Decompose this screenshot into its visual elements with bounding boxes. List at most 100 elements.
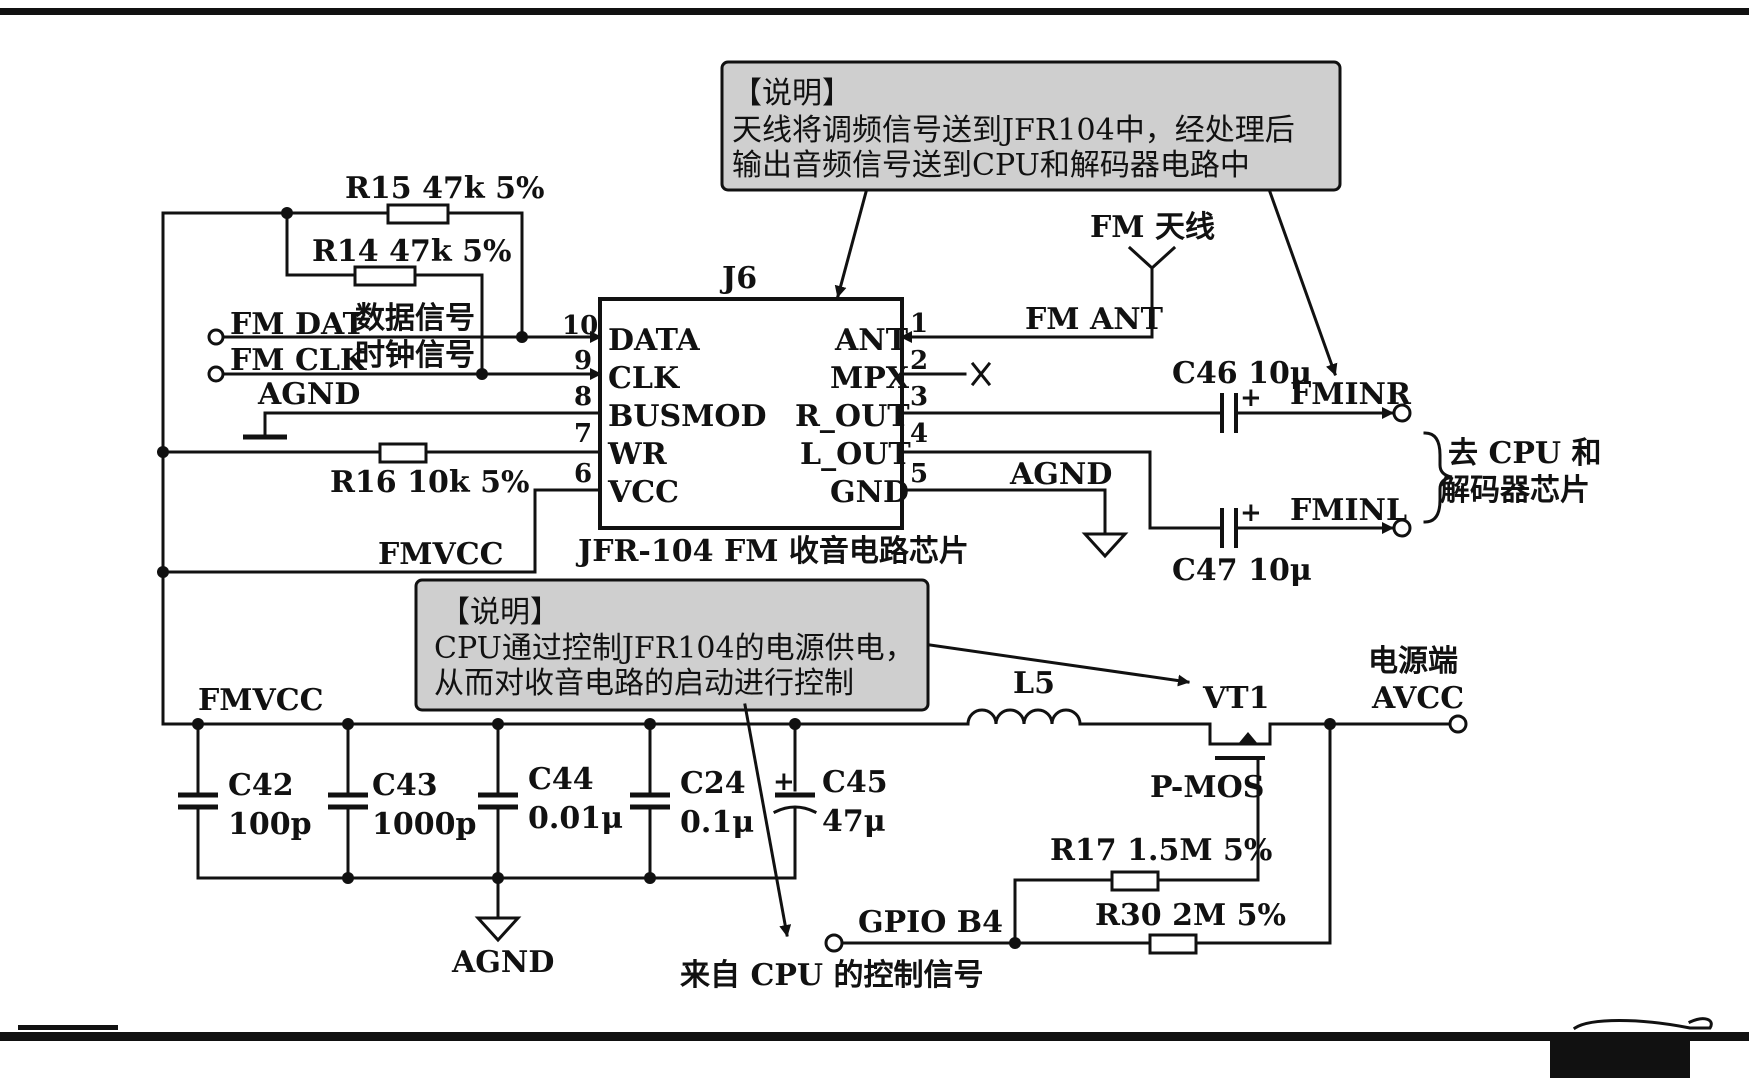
power-label-2: AVCC (1371, 681, 1464, 716)
pin-2-number: 2 (910, 346, 928, 376)
bottom-right-mark (1550, 1041, 1690, 1078)
pin-3-name: R_OUT (795, 399, 910, 434)
fmvcc-lower-label: FMVCC (198, 683, 324, 718)
left-wiring: R15 47k 5% R14 47k 5% FM DAT 数据信号 FM CLK… (157, 171, 602, 726)
fmvcc-upper-label: FMVCC (378, 537, 504, 572)
pin-1-number: 1 (910, 309, 928, 339)
agnd-left-label: AGND (257, 377, 360, 412)
pin-6-number: 6 (574, 459, 592, 489)
fm-clk-label: FM CLK (230, 343, 367, 378)
c45-name: C45 (822, 765, 888, 800)
note-top-line1: 天线将调频信号送到JFR104中，经处理后 (732, 113, 1295, 148)
junction-gnd-c24 (644, 872, 656, 884)
wire-gnd (900, 488, 1107, 534)
pin-8-number: 8 (574, 382, 592, 412)
c44-value: 0.01μ (528, 801, 623, 836)
c43-value: 1000p (372, 807, 476, 842)
chip-body (598, 297, 904, 530)
c43-name: C43 (372, 768, 438, 803)
bottom-border (0, 1032, 1749, 1041)
pin-1-name: ANT (834, 323, 909, 358)
junction-gpio (1009, 937, 1021, 949)
fm-ant-label: FM ANT (1025, 302, 1164, 337)
pmos-label: P-MOS (1150, 770, 1264, 805)
c47-plus: + (1240, 498, 1262, 528)
note-bottom-box (414, 578, 930, 712)
note-bottom: 【说明】 CPU通过控制JFR104的电源供电， 从而对收音电路的启动进行控制 (414, 578, 930, 712)
pin-10-name: DATA (608, 323, 700, 358)
r14-label: R14 47k 5% (312, 234, 511, 269)
fm-clk-terminal (207, 365, 225, 383)
c45-value: 47μ (822, 804, 886, 839)
junction-c24 (644, 718, 656, 730)
note-bottom-line1: CPU通过控制JFR104的电源供电， (434, 631, 915, 666)
r30-label: R30 2M 5% (1095, 898, 1286, 933)
chip-caption: JFR-104 FM 收音电路芯片 (575, 534, 969, 569)
wire-fmvcc-rail (161, 211, 289, 726)
power-label-1: 电源端 (1368, 644, 1458, 679)
r15-label: R15 47k 5% (345, 171, 544, 206)
chip-ref: J6 (719, 261, 757, 296)
resistor-r30 (1148, 933, 1198, 955)
pin-5-number: 5 (910, 459, 928, 489)
pin-9-name: CLK (608, 361, 680, 396)
pin-6-name: VCC (607, 475, 679, 510)
note-top-arrow-to-ant (834, 190, 868, 298)
junction-gnd-c44 (492, 872, 504, 884)
resistor-r17 (1110, 870, 1160, 892)
power-filter: FMVCC L5 C42 100p C43 1000p C44 0.01μ C2… (161, 570, 1202, 980)
pin-4-name: L_OUT (800, 437, 911, 472)
wire-antenna (900, 266, 1154, 343)
pin-8-name: BUSMOD (608, 399, 767, 434)
mpx-nc-mark-b (970, 361, 992, 387)
agnd-bottom-label: AGND (451, 945, 554, 980)
c42-name: C42 (228, 768, 294, 803)
agnd-bottom-ground (474, 916, 522, 943)
c45-plus: + (773, 767, 795, 797)
note-top-box (720, 60, 1342, 192)
junction-c43 (342, 718, 354, 730)
junction-c44 (492, 718, 504, 730)
agnd-right-ground (1081, 532, 1129, 559)
pin-2-name: MPX (830, 361, 910, 396)
wire-busmod-agnd (263, 411, 602, 439)
c46-plus: + (1240, 383, 1262, 413)
inductor-l5 (966, 708, 1082, 726)
junction-clk (476, 368, 488, 380)
resistor-r14 (353, 265, 417, 287)
gpio-terminal (824, 933, 844, 953)
chip-j6: J6 JFR-104 FM 收音电路芯片 10 DATA 9 CLK 8 BUS… (562, 261, 969, 569)
wire-l-out (900, 450, 1222, 530)
note-bottom-arrow-down (743, 703, 792, 937)
fminl-label: FMINL (1290, 493, 1407, 528)
r17-label: R17 1.5M 5% (1050, 833, 1272, 868)
pin-7-name: WR (607, 437, 668, 472)
bottom-left-mark (18, 1025, 118, 1030)
power-switch: VT1 P-MOS 电源端 AVCC R17 1.5M 5% R30 2M 5%… (680, 644, 1468, 993)
wire-fmvcc-lower (161, 570, 970, 726)
r16-label: R16 10k 5% (330, 465, 529, 500)
note-top-heading: 【说明】 (732, 76, 852, 111)
junction-r14-r15 (281, 207, 293, 219)
junction-data (516, 331, 528, 343)
note-top-arrow-to-fminr (1268, 190, 1338, 376)
agnd-right-label: AGND (1009, 457, 1112, 492)
resistor-r16 (378, 442, 428, 464)
bottom-right-scribble (1572, 1017, 1713, 1031)
c42-value: 100p (228, 807, 312, 842)
gpio-label: GPIO B4 (858, 905, 1003, 940)
vt1-arrow (1238, 732, 1258, 744)
antenna-symbol (1127, 245, 1177, 271)
avcc-terminal (1448, 714, 1468, 734)
clock-signal-label: 时钟信号 (355, 338, 475, 373)
note-bottom-arrow-to-vt1 (928, 643, 1190, 687)
data-signal-label: 数据信号 (355, 301, 475, 336)
pin-7-number: 7 (574, 419, 592, 449)
fm-antenna-label: FM 天线 (1090, 210, 1215, 245)
brace (1423, 431, 1453, 524)
from-cpu-label: 来自 CPU 的控制信号 (680, 958, 984, 993)
l5-label: L5 (1013, 666, 1055, 701)
junction-wr (157, 446, 169, 458)
to-cpu-label-1: 去 CPU 和 (1448, 436, 1602, 471)
